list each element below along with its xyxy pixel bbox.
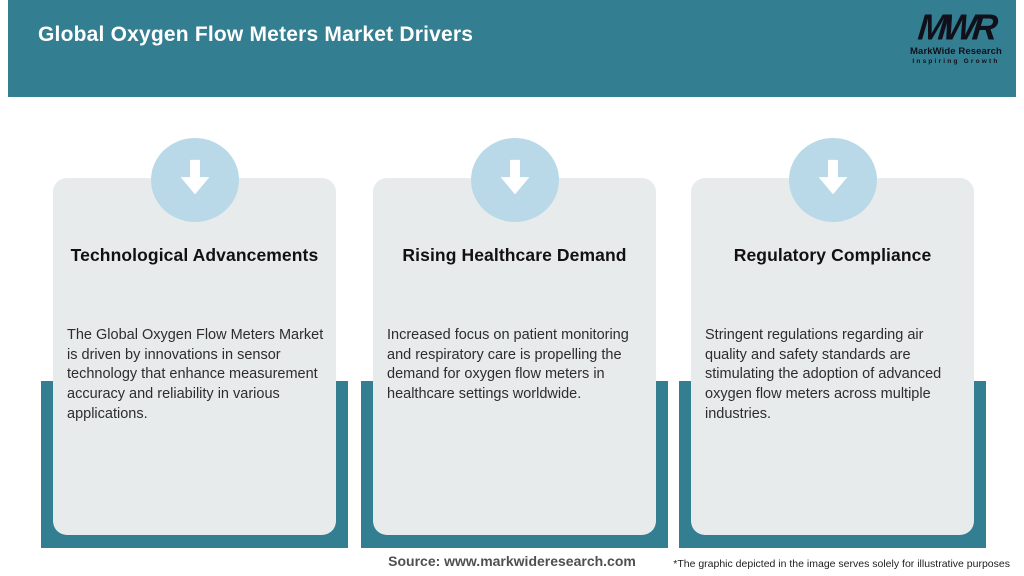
page-title: Global Oxygen Flow Meters Market Drivers: [38, 23, 474, 46]
card-description: The Global Oxygen Flow Meters Market is …: [67, 327, 324, 422]
logo-name: MarkWide Research: [910, 46, 1002, 58]
driver-card-regulatory-compliance: Regulatory Compliance Stringent regulati…: [691, 138, 974, 535]
logo-tagline: Inspiring Growth: [912, 58, 1000, 66]
card-description: Increased focus on patient monitoring an…: [387, 327, 629, 403]
card-title: Technological Advancements: [70, 245, 319, 265]
header-bar: Global Oxygen Flow Meters Market Drivers…: [8, 0, 1016, 97]
disclaimer-text: *The graphic depicted in the image serve…: [673, 558, 1010, 570]
markwide-logo: MWR MarkWide Research Inspiring Growth: [906, 7, 1006, 66]
card-description: Stringent regulations regarding air qual…: [705, 327, 942, 422]
card-title: Regulatory Compliance: [733, 245, 932, 265]
card-title: Rising Healthcare Demand: [402, 245, 627, 265]
logo-acronym: MWR: [916, 7, 996, 48]
arrow-down-icon: [470, 138, 559, 222]
source-text: Source: www.markwideresearch.com: [388, 553, 636, 569]
arrow-down-icon: [150, 138, 239, 222]
arrow-down-icon: [788, 138, 877, 222]
driver-card-technological-advancements: Technological Advancements The Global Ox…: [53, 138, 336, 535]
driver-card-rising-healthcare-demand: Rising Healthcare Demand Increased focus…: [373, 138, 656, 535]
